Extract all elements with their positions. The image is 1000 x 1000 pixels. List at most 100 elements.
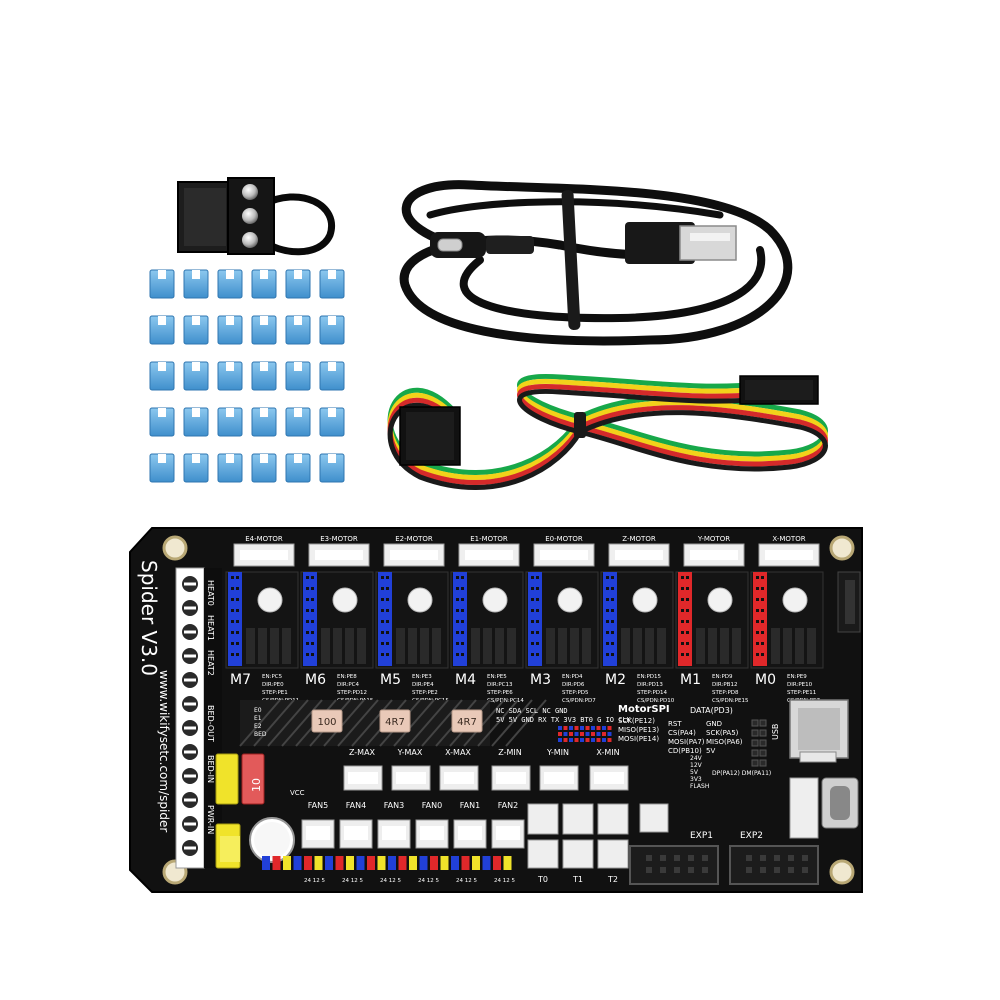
motor-pin-label: STEP:PE2 xyxy=(412,690,438,696)
fan-label: FAN1 xyxy=(460,801,480,810)
jumper-cap xyxy=(149,453,175,483)
fan-label: FAN2 xyxy=(498,801,518,810)
fan-voltage-label: 24 12 5 xyxy=(342,878,363,884)
motor-pin-label: EN:PC5 xyxy=(262,674,283,680)
voltage-label: 24V xyxy=(690,755,703,762)
power-label: PWR-IN xyxy=(206,805,215,834)
jumper-cap xyxy=(319,361,345,391)
thermistor-connector xyxy=(597,803,629,835)
fan-label: FAN5 xyxy=(308,801,328,810)
motor-slot-id: M3 xyxy=(530,672,551,688)
jumper-cap xyxy=(285,453,311,483)
sd-mosi: MOSI(PA7) xyxy=(668,738,705,746)
motor-pin-label: STEP:PD8 xyxy=(712,690,739,696)
usb-label: USB xyxy=(771,724,780,740)
motor-slot-id: M0 xyxy=(755,672,776,688)
motor-spi-pin-header: NC SDA SCL NC GND xyxy=(496,707,568,715)
jumper-cap xyxy=(217,453,243,483)
motor-pin-label: DIR:PC4 xyxy=(337,682,360,688)
motor-header-label: Z-MOTOR xyxy=(622,535,656,543)
stepper-driver-slots: M7EN:PC5DIR:PE0STEP:PE1CS/PDN:PD11M6EN:P… xyxy=(225,571,824,704)
swd-label: DP(PA12) DM(PA11) xyxy=(712,770,771,777)
usb-c-port xyxy=(821,777,859,829)
jumper-cap xyxy=(251,453,277,483)
jumper-cap xyxy=(149,407,175,437)
fan-voltage-label: 24 12 5 xyxy=(304,878,325,884)
motor-pin-label: EN:PE5 xyxy=(487,674,507,680)
sd-card-slot xyxy=(789,699,849,763)
jumper-cap xyxy=(285,315,311,345)
resistor-value: 4R7 xyxy=(457,717,477,728)
sd-cs: CS(PA4) xyxy=(668,729,696,737)
fuse-value-label: 10 xyxy=(250,778,263,792)
jumper-cap xyxy=(251,269,277,299)
endstop-label: Z-MAX xyxy=(349,748,376,757)
jumper-cap xyxy=(319,453,345,483)
usb-a-plug xyxy=(625,222,737,264)
voltage-label: 3V3 xyxy=(690,776,702,783)
fan-voltage-label: 24 12 5 xyxy=(418,878,439,884)
motor-header-label: E4-MOTOR xyxy=(245,535,283,543)
exp1-label: EXP1 xyxy=(690,831,713,841)
wire xyxy=(387,388,828,490)
hatched-power-area xyxy=(239,699,547,747)
motor-spi-miso: MISO(PE13) xyxy=(618,726,659,734)
motor-slot-id: M5 xyxy=(380,672,401,688)
motor-slot-id: M6 xyxy=(305,672,326,688)
fan-voltage-label: 24 12 5 xyxy=(494,878,515,884)
dupont-connector-right xyxy=(739,375,819,405)
motor-pin-label: STEP:PD12 xyxy=(337,690,367,696)
motor-pin-label: STEP:PE6 xyxy=(487,690,513,696)
wire xyxy=(387,383,828,485)
jumper-cap xyxy=(183,269,209,299)
motor-pin-label: CS/PDN:PC14 xyxy=(487,698,524,704)
motor-slot-id: M7 xyxy=(230,672,251,688)
motor-pin-label: DIR:PD13 xyxy=(637,682,663,688)
motor-pin-label: DIR:PE10 xyxy=(787,682,813,688)
jumper-cap xyxy=(183,361,209,391)
sd-cd: CD(PB10) xyxy=(668,747,702,755)
sd-miso: MISO(PA6) xyxy=(706,738,743,746)
thermistor-label: T1 xyxy=(572,875,583,884)
motor-header-label: E0-MOTOR xyxy=(545,535,583,543)
power-label: HEAT0 xyxy=(206,580,215,606)
sd-rst: RST xyxy=(668,720,682,728)
jumper-cap xyxy=(217,407,243,437)
dupont-connector-left xyxy=(399,406,461,466)
data-pin-label: DATA(PD3) xyxy=(690,706,733,715)
jumper-cap xyxy=(217,361,243,391)
cable-tie xyxy=(574,412,586,438)
jumper-cap xyxy=(319,315,345,345)
exp2-label: EXP2 xyxy=(740,831,763,841)
jumper-cap xyxy=(251,361,277,391)
jumper-cap xyxy=(183,407,209,437)
fan-voltage-label: 24 12 5 xyxy=(380,878,401,884)
jumper-cap xyxy=(149,315,175,345)
motor-pin-label: DIR:PC13 xyxy=(487,682,513,688)
jumper-cap xyxy=(149,361,175,391)
voltage-label: 12V xyxy=(690,762,703,769)
motor-pin-label: CS/PDN:PE15 xyxy=(712,698,749,704)
motor-pin-label: STEP:PE11 xyxy=(787,690,816,696)
terminal-block-connector xyxy=(177,177,336,256)
power-label: HEAT2 xyxy=(206,650,215,676)
jumper-cap xyxy=(183,453,209,483)
jumper-caps-group xyxy=(149,269,345,483)
motor-pin-label: CS/PDN:PD10 xyxy=(637,698,675,704)
power-label: HEAT1 xyxy=(206,615,215,641)
led-label: E2 xyxy=(254,723,262,730)
motor-pin-label: EN:PD9 xyxy=(712,674,733,680)
endstop-label: Y-MAX xyxy=(397,748,423,757)
thermistor-connector xyxy=(527,803,559,835)
jumper-cap xyxy=(183,315,209,345)
